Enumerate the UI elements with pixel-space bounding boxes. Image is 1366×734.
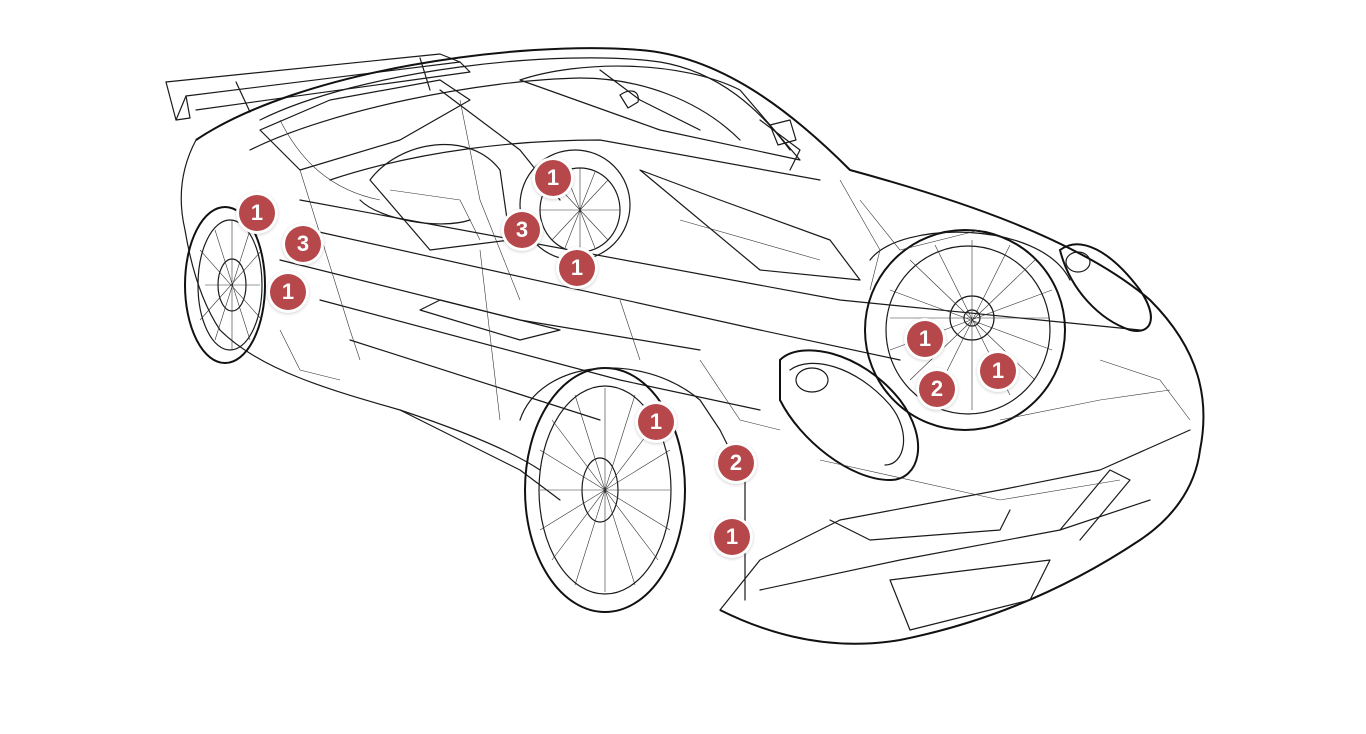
marker-rear-arch-middle[interactable]: 3 xyxy=(285,226,321,262)
marker-door-middle[interactable]: 3 xyxy=(504,212,540,248)
marker-front-right-bottom[interactable]: 2 xyxy=(919,371,955,407)
marker-front-right-right[interactable]: 1 xyxy=(980,353,1016,389)
side-mirror xyxy=(619,90,797,146)
rear-right-wheel xyxy=(519,149,631,261)
marker-front-left-lower[interactable]: 1 xyxy=(714,519,750,555)
marker-rear-arch-upper[interactable]: 1 xyxy=(239,195,275,231)
marker-door-upper[interactable]: 1 xyxy=(535,160,571,196)
front-left-wheel xyxy=(519,367,746,613)
headlights xyxy=(779,243,1152,482)
marker-front-left-upper[interactable]: 1 xyxy=(638,404,674,440)
front-right-wheel xyxy=(864,229,1071,431)
windows xyxy=(259,65,801,301)
detail-lines xyxy=(279,169,1191,501)
rear-left-wheel xyxy=(184,206,266,364)
marker-front-right-left[interactable]: 1 xyxy=(907,321,943,357)
marker-rear-arch-lower[interactable]: 1 xyxy=(270,274,306,310)
interior xyxy=(359,143,861,341)
marker-door-lower[interactable]: 1 xyxy=(559,250,595,286)
marker-front-left-middle[interactable]: 2 xyxy=(718,445,754,481)
